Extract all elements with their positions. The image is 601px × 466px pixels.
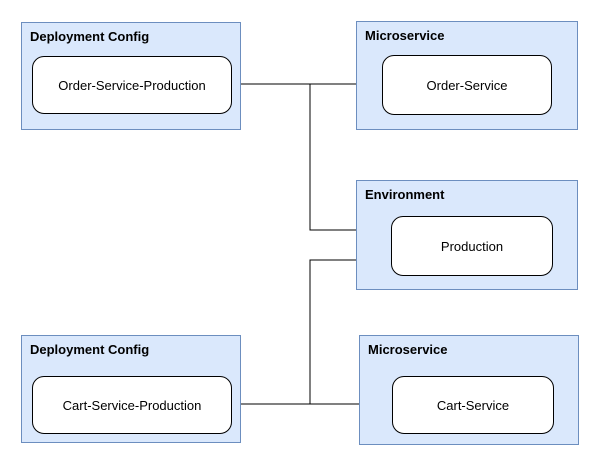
node-label: Order-Service-Production	[58, 77, 206, 93]
container-environment: Environment Production	[356, 180, 578, 290]
node-label: Production	[440, 238, 504, 254]
node-production: Production	[391, 216, 553, 276]
node-order-service-production: Order-Service-Production	[32, 56, 232, 114]
container-label: Microservice	[368, 342, 448, 357]
container-label: Microservice	[365, 28, 445, 43]
container-deployment-config-top: Deployment Config Order-Service-Producti…	[21, 22, 241, 130]
container-label: Environment	[365, 187, 445, 202]
node-label: Order-Service	[426, 77, 508, 93]
container-label: Deployment Config	[30, 342, 150, 357]
node-cart-service-production: Cart-Service-Production	[32, 376, 232, 434]
container-deployment-config-bottom: Deployment Config Cart-Service-Productio…	[21, 335, 241, 443]
node-label: Cart-Service	[436, 397, 510, 413]
node-cart-service: Cart-Service	[392, 376, 554, 434]
container-microservice-top: Microservice Order-Service	[356, 21, 578, 130]
container-microservice-bottom: Microservice Cart-Service	[359, 335, 579, 445]
node-order-service: Order-Service	[382, 55, 552, 115]
node-label: Cart-Service-Production	[62, 397, 202, 413]
container-label: Deployment Config	[30, 29, 150, 44]
